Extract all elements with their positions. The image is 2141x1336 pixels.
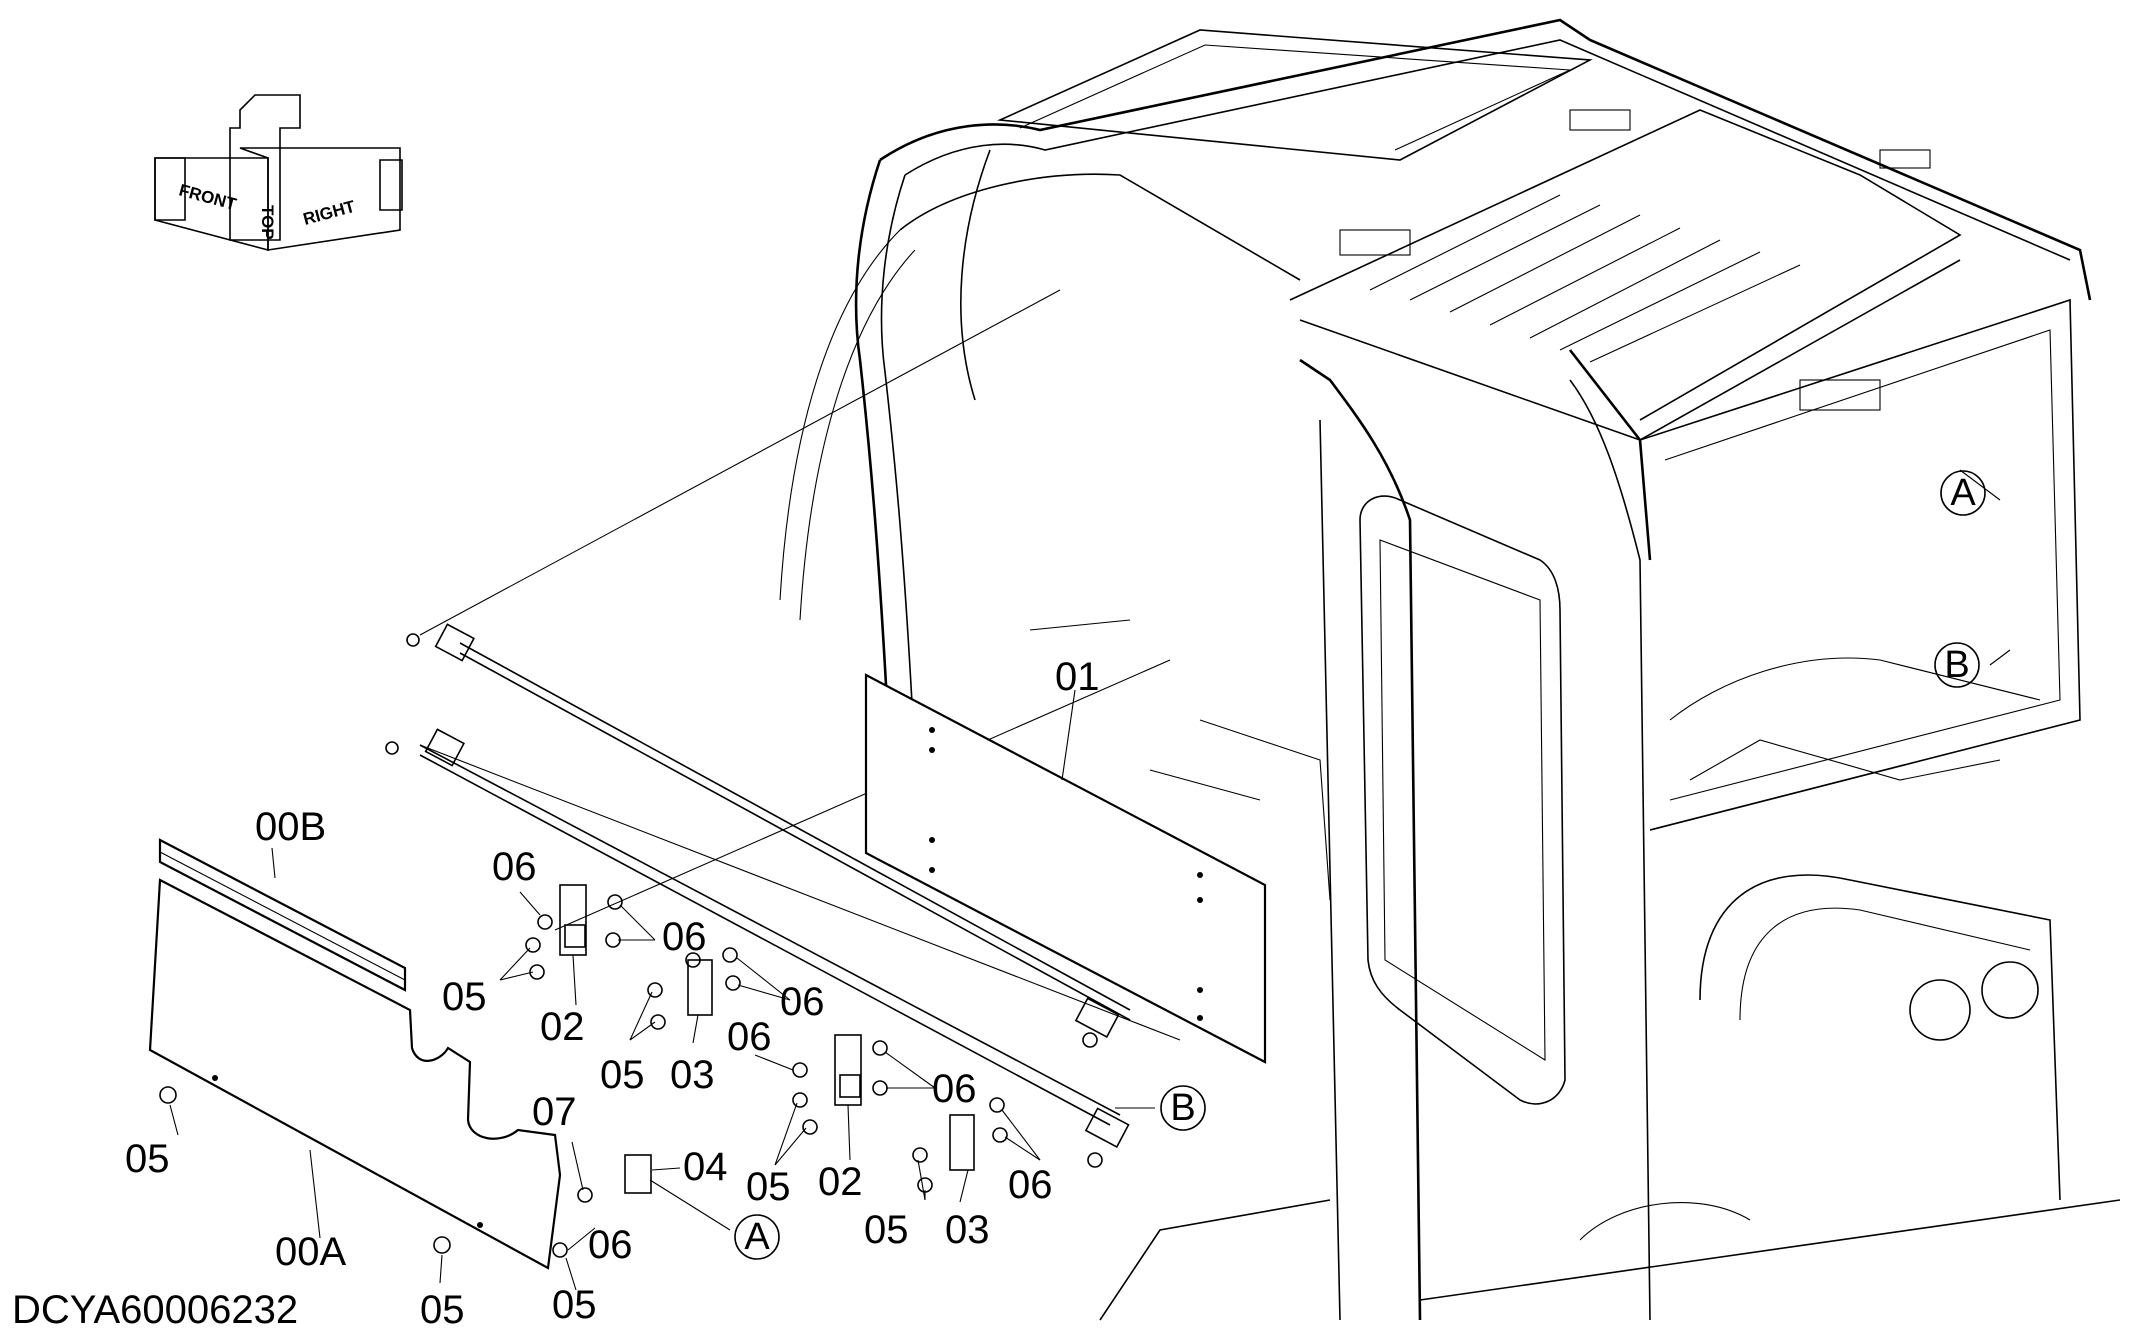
detail-ref-b-right: B — [1934, 642, 1980, 688]
callout-05-d: 05 — [864, 1208, 909, 1252]
plate-01 — [864, 673, 1267, 1064]
callout-06-a: 06 — [492, 845, 537, 889]
cab-structure — [779, 18, 2121, 1321]
strip-00B — [158, 838, 407, 992]
callout-04: 04 — [683, 1145, 728, 1189]
detail-ref-a-left: A — [734, 1214, 780, 1260]
callout-06-e: 06 — [932, 1067, 977, 1111]
drawing-code: DCYA60006232 — [12, 1288, 298, 1332]
callout-02-b: 02 — [818, 1160, 863, 1204]
callout-06-g: 06 — [588, 1223, 633, 1267]
detail-ref-a-right: A — [1940, 470, 1986, 516]
callout-06-f: 06 — [1008, 1163, 1053, 1207]
detail-ref-b-left: B — [1160, 1085, 1206, 1131]
svg-text:A: A — [744, 1216, 770, 1258]
top-label: TOP — [258, 205, 277, 240]
svg-text:B: B — [1944, 644, 1969, 686]
assembly-lines — [419, 289, 1181, 1041]
callout-05-a: 05 — [442, 975, 487, 1019]
right-label: RIGHT — [301, 197, 358, 229]
callout-labels: 01 00B 00A 06 06 06 06 06 06 06 05 05 05… — [125, 655, 1100, 1332]
callout-05-c: 05 — [746, 1165, 791, 1209]
callout-06-d: 06 — [727, 1015, 772, 1059]
callout-01: 01 — [1055, 655, 1100, 699]
leader-lines — [169, 469, 2011, 1291]
latch-brackets — [559, 884, 975, 1194]
callout-00B: 00B — [255, 805, 326, 849]
callout-05-f: 05 — [420, 1288, 465, 1332]
callout-06-c: 06 — [780, 980, 825, 1024]
callout-06-b: 06 — [662, 915, 707, 959]
svg-text:A: A — [1950, 472, 1976, 514]
callout-05-g: 05 — [552, 1283, 597, 1327]
callout-03-a: 03 — [670, 1053, 715, 1097]
callout-05-e: 05 — [125, 1137, 170, 1181]
callout-07: 07 — [532, 1090, 577, 1134]
callout-05-b: 05 — [600, 1053, 645, 1097]
damper-rods — [419, 623, 1131, 1149]
callout-00A: 00A — [275, 1230, 346, 1274]
callout-03-b: 03 — [945, 1208, 990, 1252]
svg-text:B: B — [1170, 1087, 1195, 1129]
orientation-symbol: FRONT TOP RIGHT — [154, 94, 403, 252]
detail-refs: A B A B — [734, 470, 1986, 1260]
panel-00A — [148, 878, 562, 1270]
callout-02-a: 02 — [540, 1005, 585, 1049]
